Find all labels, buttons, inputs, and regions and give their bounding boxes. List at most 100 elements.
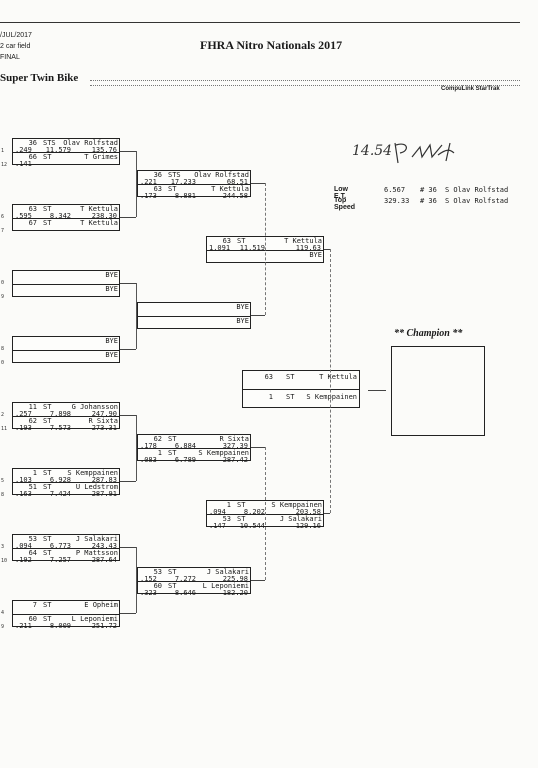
connector-line [136, 151, 137, 217]
racer-car: 60 [153, 582, 162, 590]
racer-cls: ST [43, 549, 52, 557]
seed-number: 7 [1, 228, 5, 234]
seed-number: 12 [1, 162, 8, 168]
racer-name: S Kemppainen [67, 469, 118, 477]
racer-mph: 327.39 [222, 442, 248, 450]
racer-et: 6.928 [49, 476, 71, 484]
racer-et: 8.009 [49, 622, 71, 630]
class-rule [90, 80, 520, 86]
system-name: CompuLink StarTrak [441, 86, 500, 92]
racer-et: 8.202 [243, 508, 265, 516]
racer-mph: 135.76 [91, 146, 117, 154]
racer-cls: ST [168, 185, 177, 193]
connector-line [120, 613, 136, 614]
racer-cls: ST [43, 469, 52, 477]
racer-cls: ST [168, 449, 177, 457]
round-label: FINAL [0, 54, 20, 61]
event-date: /JUL/2017 [0, 32, 32, 39]
racer-car: 64 [28, 549, 37, 557]
connector-line [330, 249, 331, 513]
racer-car: 63 [153, 185, 162, 193]
connector-line [251, 183, 265, 184]
racer-name: T Grimes [84, 153, 118, 161]
seed-number: 11 [1, 426, 8, 432]
champion-box [391, 346, 485, 436]
racer-et: 7.898 [49, 410, 71, 418]
racer-name: S Kemppainen [271, 501, 322, 509]
racer-mph: 287.83 [91, 476, 117, 484]
racer-rt: .083 [140, 456, 157, 464]
racer-car: 1 [226, 501, 231, 509]
racer-name: BYE [105, 337, 118, 345]
racer-et: 7.424 [49, 490, 71, 498]
slot-divider [243, 389, 359, 390]
racer-et: 6.773 [49, 542, 71, 550]
racer-rt: .193 [15, 424, 32, 432]
seed-number: 9 [1, 294, 5, 300]
racer-et: 6.884 [174, 442, 196, 450]
racer-cls: ST [168, 568, 177, 576]
racer-mph: 225.98 [222, 575, 248, 583]
racer-name: BYE [236, 317, 249, 325]
slot-divider [13, 548, 119, 549]
racer-cls: ST [43, 403, 52, 411]
racer-name: R Sixta [88, 417, 118, 425]
racer-name: T Kettula [80, 219, 118, 227]
racer-cls: ST [43, 535, 52, 543]
racer-et: 11.519 [239, 244, 265, 252]
racer-et: 7.272 [174, 575, 196, 583]
connector-line [136, 283, 137, 349]
racer-car: 1 [157, 449, 162, 457]
slot-divider [13, 614, 119, 615]
field-size: 2 car field [0, 43, 31, 50]
finalist-car: 1 [268, 393, 273, 401]
racer-name: T Kettula [284, 237, 322, 245]
seed-number: 10 [1, 558, 8, 564]
racer-name: T Kettula [211, 185, 249, 193]
class-name: Super Twin Bike [0, 72, 79, 84]
champion-label: ** Champion ** [394, 328, 463, 339]
racer-rt: .192 [15, 556, 32, 564]
racer-rt: .094 [15, 542, 32, 550]
racer-name: E Opheim [84, 601, 118, 609]
slot-divider [13, 416, 119, 417]
racer-name: U Ledstrom [75, 483, 118, 491]
racer-cls: ST [168, 435, 177, 443]
racer-rt: .221 [140, 178, 157, 186]
racer-car: 66 [28, 153, 37, 161]
racer-rt: .211 [15, 622, 32, 630]
slot-divider [13, 284, 119, 285]
racer-cls: ST [43, 483, 52, 491]
racer-rt: .323 [140, 589, 157, 597]
finalist-name: S Kemppainen [306, 393, 357, 401]
racer-cls: ST [43, 615, 52, 623]
racer-mph: 119.63 [295, 244, 321, 252]
racer-car: 53 [222, 515, 231, 523]
racer-cls: ST [237, 501, 246, 509]
racer-mph: 244.58 [222, 192, 248, 200]
racer-mph: 247.90 [91, 410, 117, 418]
racer-name: BYE [309, 251, 322, 259]
racer-cls: ST [168, 582, 177, 590]
connector-line [251, 447, 265, 448]
racer-name: S Kemppainen [198, 449, 249, 457]
racer-name: BYE [105, 351, 118, 359]
seed-number: 2 [1, 412, 5, 418]
finalist-car: 63 [264, 373, 273, 381]
racer-car: 62 [28, 417, 37, 425]
top-rule [0, 22, 520, 23]
racer-rt: .173 [140, 192, 157, 200]
connector-line [120, 481, 136, 482]
racer-car: 62 [153, 435, 162, 443]
racer-mph: 287.42 [222, 456, 248, 464]
connector-line [265, 447, 266, 580]
racer-mph: 243.43 [91, 542, 117, 550]
slot-divider [138, 184, 250, 185]
racer-name: J Salakari [206, 568, 249, 576]
racer-car: 63 [28, 205, 37, 213]
